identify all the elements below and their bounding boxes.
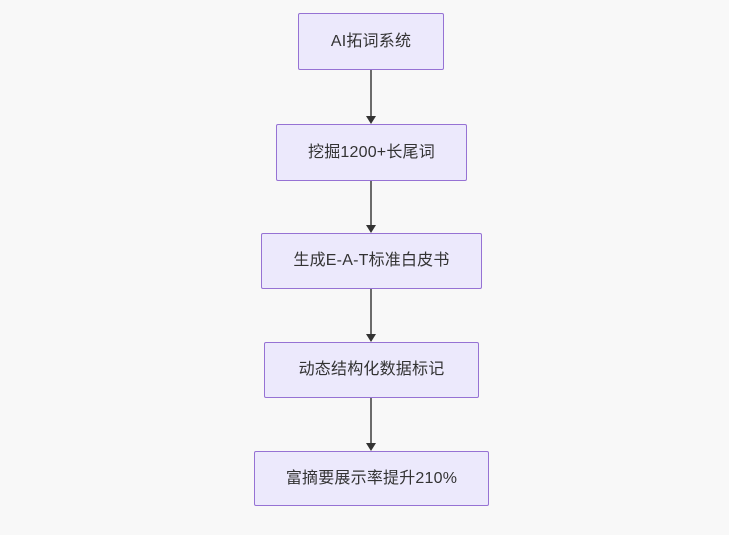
flow-edge-line <box>370 398 372 443</box>
arrow-down-icon <box>366 116 376 124</box>
flow-edge-line <box>370 70 372 116</box>
flow-node-label: 富摘要展示率提升210% <box>285 469 458 487</box>
flow-node-label: 动态结构化数据标记 <box>298 361 445 379</box>
flow-node-ai-keyword-system[interactable]: AI拓词系统 <box>298 13 444 70</box>
flow-node-label: 挖掘1200+长尾词 <box>308 143 435 161</box>
flow-node-mine-longtail-keywords[interactable]: 挖掘1200+长尾词 <box>276 124 467 181</box>
arrow-down-icon <box>366 334 376 342</box>
flow-node-label: 生成E-A-T标准白皮书 <box>293 252 450 270</box>
arrow-down-icon <box>366 443 376 451</box>
flow-node-rich-snippet-impression-lift[interactable]: 富摘要展示率提升210% <box>254 451 489 506</box>
flow-node-label: AI拓词系统 <box>330 32 412 50</box>
flow-edge-line <box>370 289 372 334</box>
flow-edge-line <box>370 181 372 225</box>
flow-node-generate-eat-whitepaper[interactable]: 生成E-A-T标准白皮书 <box>261 233 482 289</box>
arrow-down-icon <box>366 225 376 233</box>
flow-node-dynamic-structured-data-markup[interactable]: 动态结构化数据标记 <box>264 342 479 398</box>
